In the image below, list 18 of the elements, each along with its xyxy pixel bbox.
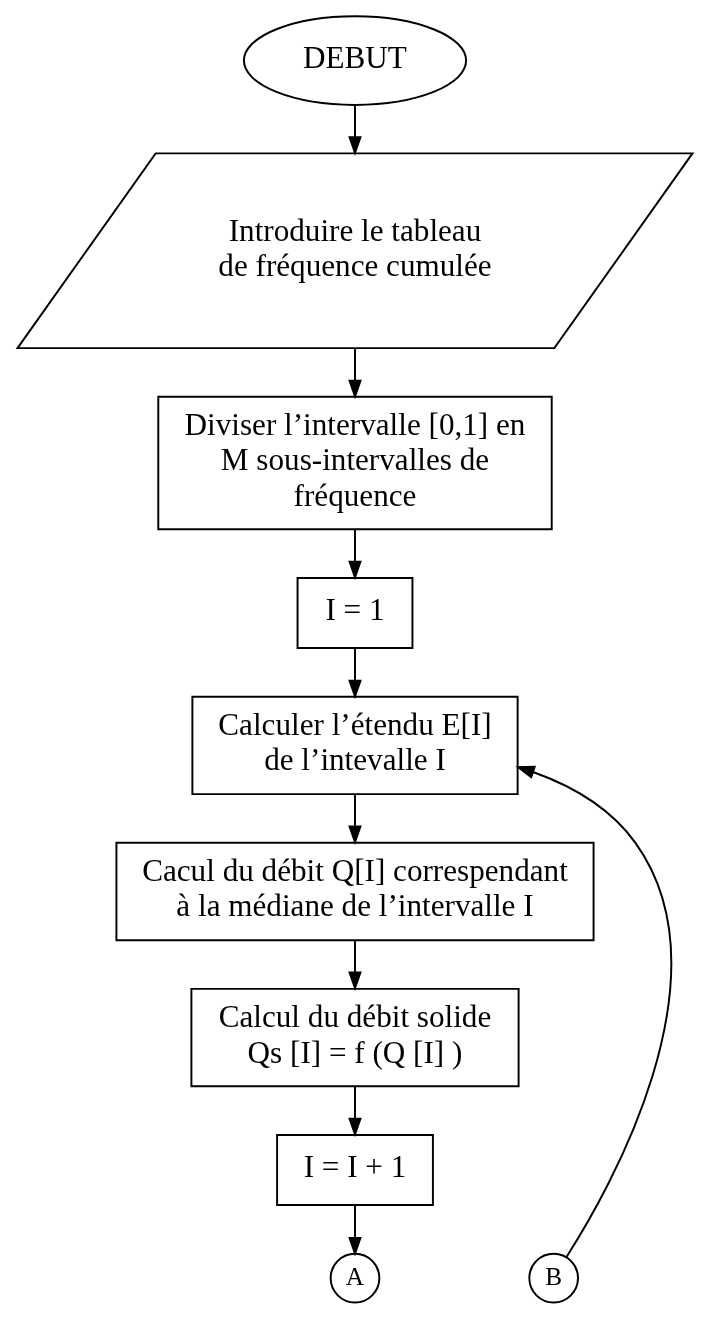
arrow xyxy=(348,528,362,581)
arrow xyxy=(348,939,362,991)
arrow xyxy=(348,793,362,845)
arrow xyxy=(348,647,362,700)
arrow xyxy=(348,1085,362,1138)
arrow xyxy=(348,103,362,156)
node-box: Cacul du débit Q[I] correspendant à la médiane de l’intervalle I xyxy=(115,841,595,942)
node-box: Calcul du débit solide Qs [I] = f (Q [I] ) xyxy=(190,987,520,1088)
arrow xyxy=(515,765,672,1258)
arrow xyxy=(348,1204,362,1257)
node-circle: A xyxy=(329,1252,381,1304)
node-ellipse: DEBUT xyxy=(242,15,468,106)
node-box: I = 1 xyxy=(296,576,414,650)
node-box: Calculer l’étendu E[I] de l’intevalle I xyxy=(191,695,519,796)
node-box: I = I + 1 xyxy=(276,1134,434,1207)
arrow xyxy=(348,347,362,400)
node-box: Diviser l’intervalle [0,1] en M sous-intervalles de fréquence xyxy=(157,395,553,531)
node-circle: B xyxy=(528,1252,579,1304)
